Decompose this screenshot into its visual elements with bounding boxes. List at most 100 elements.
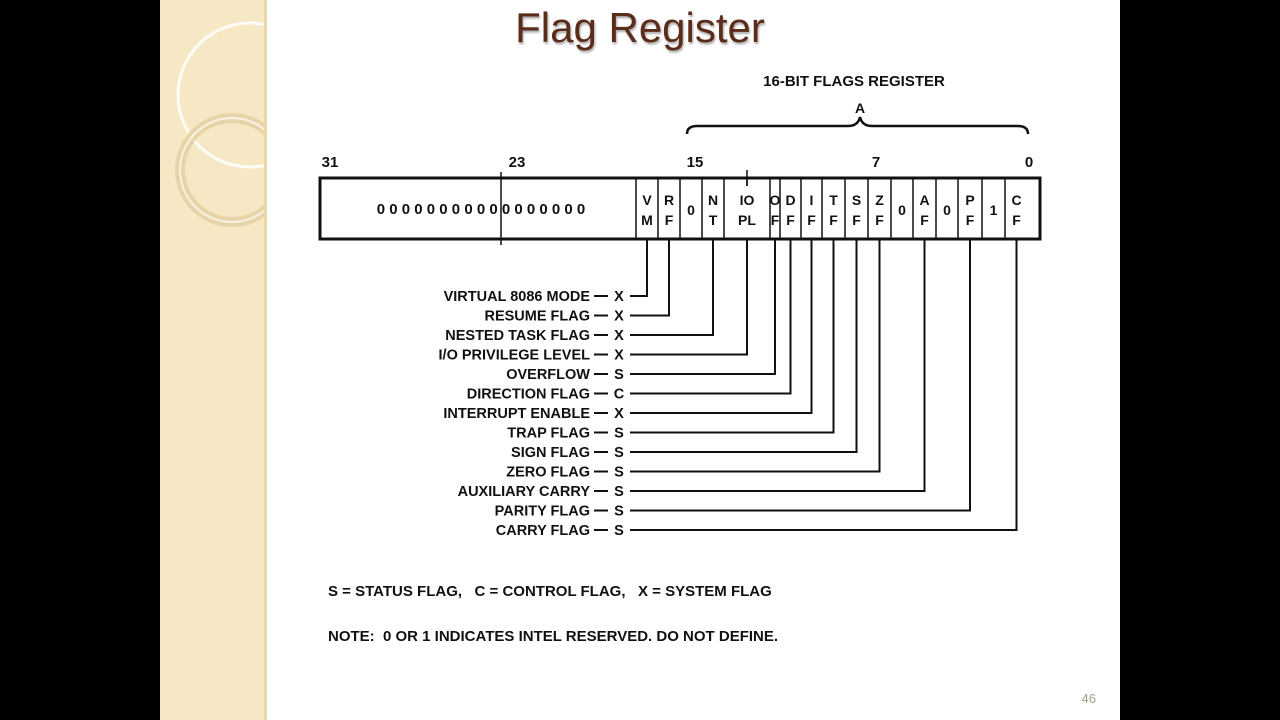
reserved-zeros: 0 0 0 0 0 0 0 0 0 0 0 0 0 0 0 0 0: [377, 201, 586, 218]
bit-numbers: 31 23 15 7 0: [322, 154, 1034, 171]
flag-name: DIRECTION FLAG: [467, 387, 590, 403]
cell-top-label: D: [785, 192, 795, 208]
cell-top-label: R: [664, 192, 674, 208]
decorative-sidebar: [160, 0, 324, 720]
cell-bottom-label: F: [665, 212, 674, 228]
cell-top-label: N: [708, 192, 718, 208]
flag-leader-line: [630, 239, 776, 375]
cell-top-label: O: [770, 192, 781, 208]
register-cell: 0: [890, 178, 906, 239]
bit-number: 7: [872, 154, 880, 171]
register-cell: 0: [679, 178, 695, 239]
register-cell: ZF: [867, 178, 884, 239]
register-cell: 0: [935, 178, 951, 239]
flag-leader-line: [630, 239, 1018, 531]
register-cell: PF: [957, 178, 975, 239]
cell-bottom-label: F: [771, 212, 780, 228]
register-cell: VM: [635, 178, 653, 239]
note: NOTE: 0 OR 1 INDICATES INTEL RESERVED. D…: [328, 628, 778, 645]
flag-row: AUXILIARY CARRY S: [458, 239, 926, 500]
cell-top-label: I: [810, 192, 814, 208]
flag-row: SIGN FLAG S: [511, 239, 858, 461]
flag-row: I/O PRIVILEGE LEVEL X: [439, 239, 748, 364]
flag-name: OVERFLOW: [506, 367, 590, 383]
flag-leader-line: [630, 239, 926, 492]
cell-bottom-label: F: [852, 212, 861, 228]
register-cell: IF: [800, 178, 816, 239]
flag-leader-line: [630, 239, 670, 317]
bit-number: 0: [1025, 154, 1033, 171]
cell-bottom-label: F: [966, 212, 975, 228]
cell-reserved-label: 0: [687, 202, 695, 218]
flag-type: X: [614, 289, 624, 305]
bit-number: 23: [509, 154, 526, 171]
flag-leader-line: [630, 239, 813, 414]
flag-name: I/O PRIVILEGE LEVEL: [439, 348, 591, 364]
flag-type: S: [614, 465, 624, 481]
flag-leader-line: [630, 239, 714, 336]
flag-name: SIGN FLAG: [511, 445, 590, 461]
flag-name: TRAP FLAG: [507, 426, 590, 442]
cell-bottom-label: F: [807, 212, 816, 228]
flag-leader-line: [630, 239, 971, 512]
flag-name: AUXILIARY CARRY: [458, 484, 591, 500]
flag-row: ZERO FLAG S: [506, 239, 881, 481]
cell-bottom-label: F: [920, 212, 929, 228]
cell-bottom-label: F: [875, 212, 884, 228]
register-cell: OF: [769, 178, 781, 239]
flag-type: S: [614, 484, 624, 500]
cell-bottom-label: M: [641, 212, 653, 228]
register-cell: NT: [701, 178, 718, 239]
flag-type: S: [614, 426, 624, 442]
bit-number: 15: [687, 154, 704, 171]
flag-type: S: [614, 445, 624, 461]
bit-number: 31: [322, 154, 339, 171]
flag-name: ZERO FLAG: [506, 465, 590, 481]
legend: S = STATUS FLAG, C = CONTROL FLAG, X = S…: [328, 583, 772, 600]
flag-register-diagram: 31 23 15 7 0 16-BIT FLAGS REGISTER A 0 0 0 0…: [318, 73, 1042, 645]
register-cell: DF: [779, 178, 796, 239]
register-cell: TF: [821, 178, 838, 239]
register-cell: RF: [657, 178, 674, 239]
flag-type: X: [614, 348, 624, 364]
flag-type: C: [614, 387, 625, 403]
register-cell: AF: [912, 178, 930, 239]
cell-reserved-label: 0: [898, 202, 906, 218]
flag-type: X: [614, 406, 624, 422]
flag-leader-line: [630, 239, 748, 356]
cell-bottom-label: F: [786, 212, 795, 228]
flag-type: S: [614, 523, 624, 539]
flag-type: S: [614, 367, 624, 383]
cell-top-label: T: [829, 192, 838, 208]
flag-name: CARRY FLAG: [496, 523, 590, 539]
register-cell: 1: [981, 178, 998, 239]
flag-row: OVERFLOW S: [506, 239, 776, 383]
cell-top-label: S: [852, 192, 861, 208]
cell-top-label: IO: [740, 192, 755, 208]
flag-name: RESUME FLAG: [484, 309, 590, 325]
flag-leader-line: [630, 239, 835, 434]
cell-top-label: C: [1011, 192, 1021, 208]
register-cell: SF: [844, 178, 861, 239]
page-number: 46: [1081, 691, 1096, 706]
register-title: 16-BIT FLAGS REGISTER: [763, 73, 945, 90]
cell-top-label: A: [919, 192, 929, 208]
sidebar-divider: [264, 0, 267, 720]
flag-row: CARRY FLAG S: [496, 239, 1018, 539]
brace-label: A: [855, 100, 865, 116]
flag-name: NESTED TASK FLAG: [445, 328, 590, 344]
cell-bottom-label: F: [829, 212, 838, 228]
flag-leader-line: [630, 239, 881, 473]
cell-top-label: P: [965, 192, 974, 208]
register-cell: CF: [1004, 178, 1022, 239]
flag-row: INTERRUPT ENABLE X: [443, 239, 813, 422]
cell-top-label: Z: [875, 192, 884, 208]
cell-bottom-label: F: [1012, 212, 1021, 228]
cell-reserved-label: 1: [990, 202, 998, 218]
flag-name: INTERRUPT ENABLE: [443, 406, 590, 422]
